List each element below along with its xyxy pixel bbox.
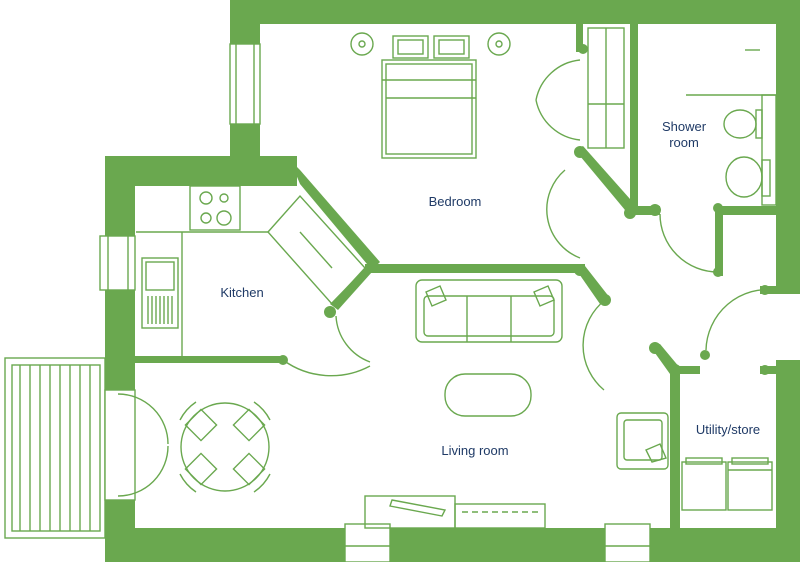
dining-table bbox=[179, 401, 271, 493]
utility-appliances bbox=[681, 457, 773, 511]
tv-unit bbox=[364, 495, 546, 529]
walls bbox=[105, 0, 800, 562]
shower-room-label-line2: room bbox=[669, 135, 699, 150]
armchair bbox=[616, 412, 669, 470]
windows bbox=[99, 43, 651, 562]
utility-store-label: Utility/store bbox=[696, 422, 760, 437]
kitchen-label: Kitchen bbox=[220, 285, 263, 300]
shower-fixtures bbox=[659, 49, 777, 273]
kitchen-units bbox=[136, 185, 371, 377]
room-labels: Bedroom Shower room Kitchen Living room … bbox=[220, 119, 760, 458]
hall-doors bbox=[546, 169, 777, 391]
bedside-lamps bbox=[350, 32, 511, 56]
sofa bbox=[415, 279, 563, 343]
balcony bbox=[4, 357, 169, 539]
shower-room-label-line1: Shower bbox=[662, 119, 707, 134]
coffee-table bbox=[444, 373, 532, 417]
living-room-label: Living room bbox=[441, 443, 508, 458]
bed bbox=[381, 35, 477, 159]
bedroom-label: Bedroom bbox=[429, 194, 482, 209]
wardrobe bbox=[535, 27, 625, 149]
